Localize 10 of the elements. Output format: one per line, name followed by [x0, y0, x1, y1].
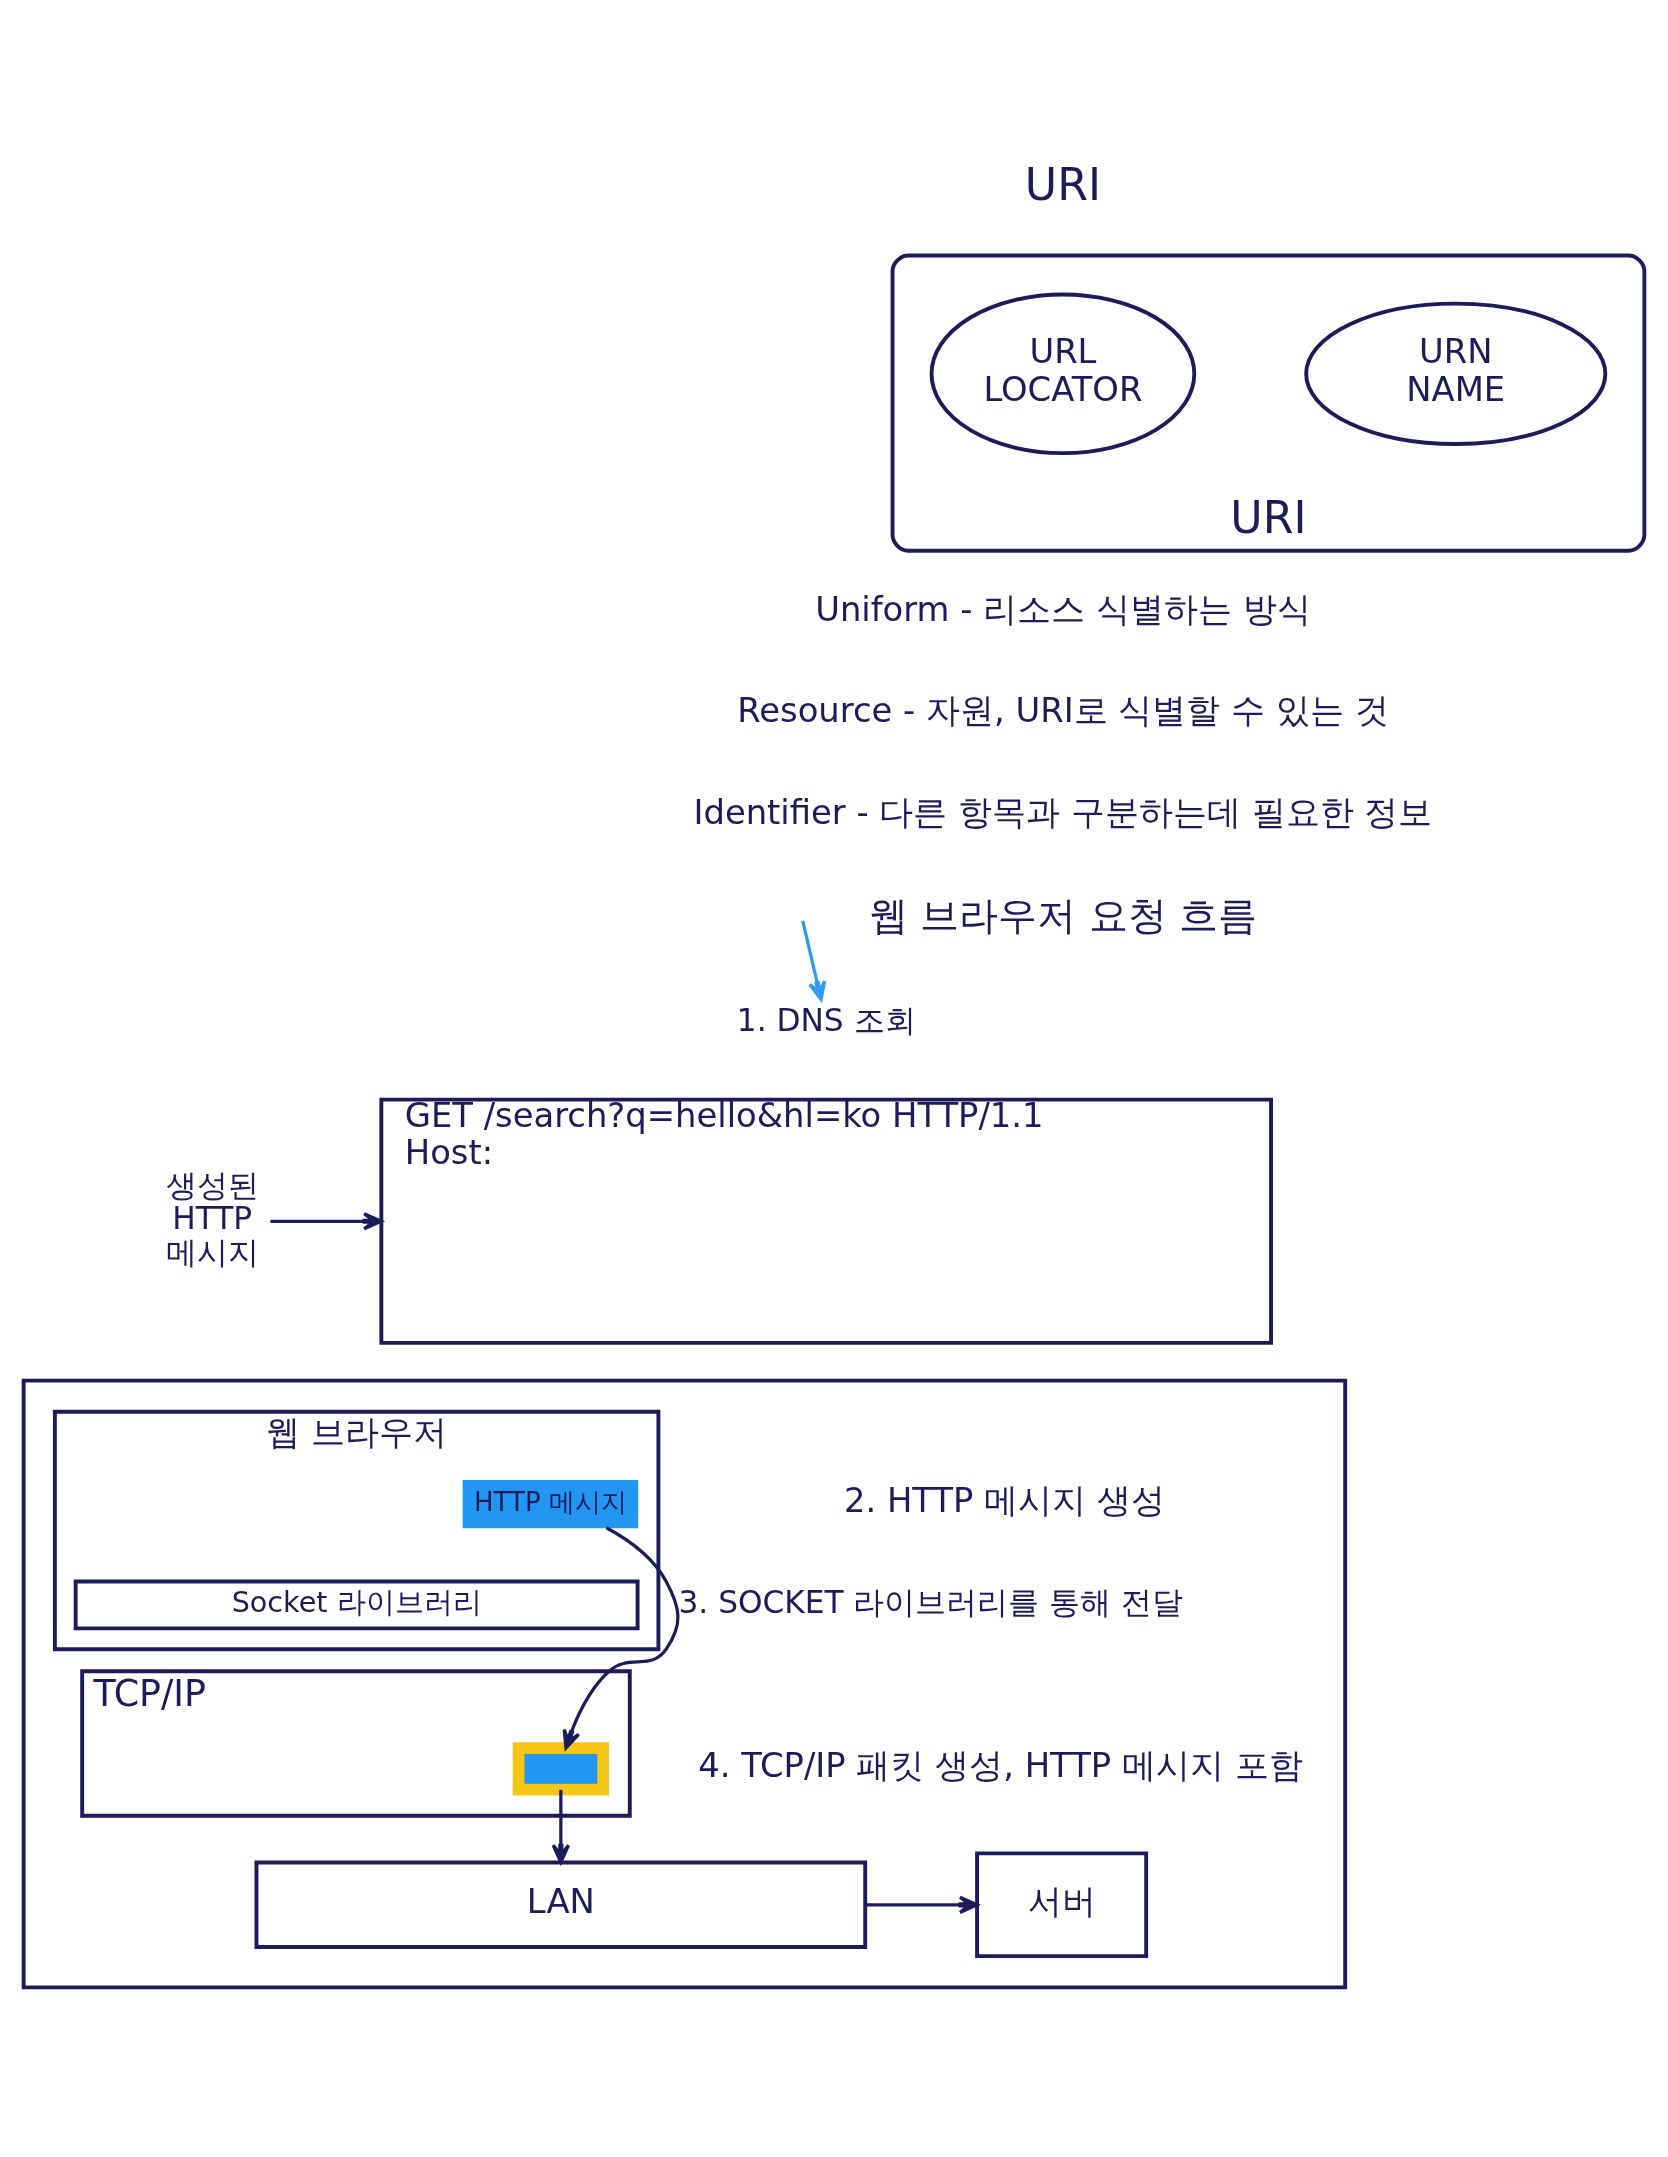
label: Resource - 자원, URI로 식별할 수 있는 것 [737, 691, 1389, 731]
node-text: 생성된 HTTP 메시지 [165, 1166, 259, 1271]
label: 웹 브라우저 요청 흐름 [868, 893, 1258, 939]
label: 2. HTTP 메시지 생성 [843, 1481, 1165, 1521]
node-text: 1. DNS 조회 [736, 1001, 916, 1038]
edge-label: 3. SOCKET 라이브러리를 통해 전달 [678, 1584, 1184, 1621]
label: Identifier - 다른 항목과 구분하는데 필요한 정보 [693, 792, 1433, 832]
label: Uniform - 리소스 식별하는 방식 [815, 589, 1311, 629]
label: URI [1024, 158, 1101, 210]
label: 4. TCP/IP 패킷 생성, HTTP 메시지 포함 [698, 1746, 1303, 1786]
